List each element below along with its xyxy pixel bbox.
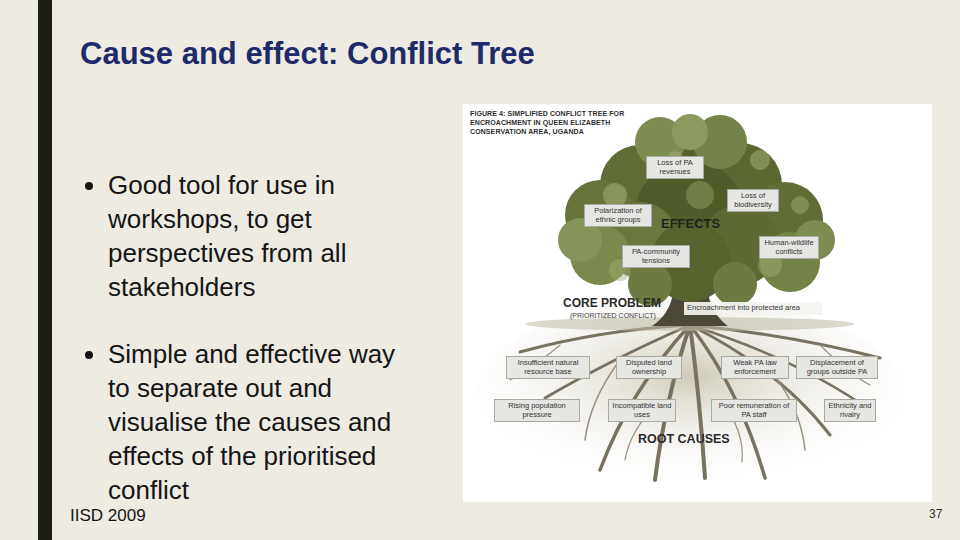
cause-effect-box: Insufficient natural resource base	[506, 356, 590, 379]
root-shade	[475, 300, 905, 490]
figure-panel	[463, 104, 932, 502]
box-text: PA-community tensions	[626, 248, 686, 265]
cause-effect-box: Poor remuneration of PA staff	[711, 399, 797, 422]
source-note: IISD 2009	[70, 506, 146, 526]
cause-effect-box: Loss of biodiversity	[727, 189, 779, 212]
cause-effect-box: Rising population pressure	[494, 399, 580, 422]
box-text: Incompatible land uses	[612, 402, 672, 419]
box-text: Human-wildlife conflicts	[763, 239, 815, 256]
side-bar	[38, 0, 52, 540]
cause-effect-box: Polarization of ethnic groups	[584, 204, 652, 227]
cause-effect-box: Incompatible land uses	[608, 399, 676, 422]
tree-canopy-part	[686, 181, 714, 209]
tree-canopy-part	[791, 196, 809, 214]
box-text: Poor remuneration of PA staff	[715, 402, 793, 419]
tree-canopy	[558, 114, 835, 306]
section-label: ROOT CAUSES	[638, 432, 730, 446]
box-text: Polarization of ethnic groups	[588, 207, 648, 224]
box-text: Loss of PA revenues	[650, 159, 700, 176]
cause-effect-box: PA-community tensions	[622, 245, 690, 268]
bullet-point: Good tool for use in workshops, to get p…	[108, 168, 408, 304]
bullet-list: Good tool for use in workshops, to get p…	[78, 168, 438, 540]
cause-effect-box: Ethnicity and rivalry	[824, 399, 876, 422]
box-text: Rising population pressure	[498, 402, 576, 419]
box-text: Encroachment into protected area	[687, 304, 819, 313]
tree-canopy-part	[713, 262, 757, 306]
roots-part	[600, 325, 690, 470]
box-text: Weak PA law enforcement	[725, 359, 785, 376]
section-label: CORE PROBLEM	[563, 296, 661, 310]
cause-effect-box: Disputed land ownership	[616, 356, 682, 379]
roots-part	[690, 325, 705, 478]
cause-effect-box: Human-wildlife conflicts	[759, 236, 819, 259]
box-text: Ethnicity and rivalry	[828, 402, 872, 419]
section-note: (PRIORITIZED CONFLICT)	[570, 312, 656, 319]
cause-effect-box: Weak PA law enforcement	[721, 356, 789, 379]
slide-title: Cause and effect: Conflict Tree	[80, 36, 535, 72]
figure-caption: FIGURE 4: SIMPLIFIED CONFLICT TREE FOR E…	[470, 109, 645, 136]
cause-effect-box: Displacement of groups outside PA	[796, 356, 878, 379]
core-problem-box: Encroachment into protected area	[684, 302, 822, 315]
box-text: Insufficient natural resource base	[510, 359, 586, 376]
page-number: 37	[929, 507, 942, 521]
section-label: EFFECTS	[661, 216, 720, 231]
tree-canopy-part	[750, 150, 770, 170]
box-text: Disputed land ownership	[620, 359, 678, 376]
box-text: Loss of biodiversity	[731, 192, 775, 209]
box-text: Displacement of groups outside PA	[800, 359, 874, 376]
tree-canopy-part	[672, 114, 708, 150]
bullet-point: Simple and effective way to separate out…	[108, 337, 408, 507]
cause-effect-box: Loss of PA revenues	[646, 156, 704, 179]
